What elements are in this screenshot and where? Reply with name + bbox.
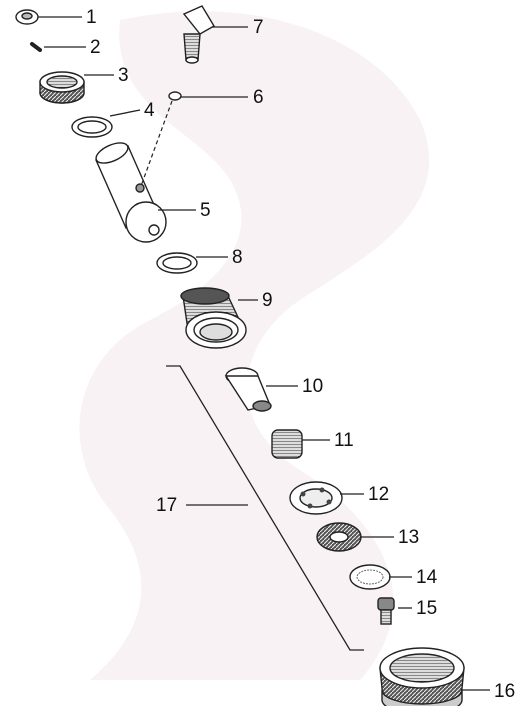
callout-12: 12 xyxy=(368,484,389,505)
part-14-disc xyxy=(349,564,391,590)
callout-leaders xyxy=(38,16,490,691)
callout-15: 15 xyxy=(416,598,437,619)
part-15-screw xyxy=(377,597,395,625)
part-1-cap xyxy=(15,9,39,25)
callout-labels: 1 2 3 4 5 6 7 8 9 10 11 12 13 14 15 16 1… xyxy=(86,7,515,702)
callout-7: 7 xyxy=(253,17,264,38)
part-8-o-ring xyxy=(156,252,198,274)
part-11-spring xyxy=(271,429,303,459)
callout-11: 11 xyxy=(334,430,354,451)
part-16-knurled-nut xyxy=(379,647,465,706)
part-13-gear xyxy=(316,522,362,552)
part-12-plate xyxy=(289,481,343,515)
part-3-knurled-ring xyxy=(39,71,85,104)
callout-17: 17 xyxy=(156,495,177,516)
part-2-pin xyxy=(30,42,42,52)
callout-4: 4 xyxy=(144,100,155,121)
part-4-o-ring xyxy=(71,116,113,138)
callout-10: 10 xyxy=(302,376,323,397)
assembly-guide-line xyxy=(140,100,173,187)
callout-13: 13 xyxy=(398,527,419,548)
callout-3: 3 xyxy=(118,65,129,86)
background-watermark xyxy=(79,11,430,680)
callout-5: 5 xyxy=(200,200,211,221)
callout-8: 8 xyxy=(232,247,243,268)
callout-2: 2 xyxy=(90,37,101,58)
part-7-nozzle xyxy=(182,5,215,64)
part-5-ball-body xyxy=(95,142,167,243)
part-9-adapter xyxy=(180,287,247,349)
part-6-clip xyxy=(168,91,182,101)
assembly-17-bracket xyxy=(166,365,364,651)
callout-1: 1 xyxy=(86,7,97,28)
callout-16: 16 xyxy=(494,681,515,702)
callout-9: 9 xyxy=(262,290,273,311)
part-10-plunger xyxy=(224,367,272,412)
callout-6: 6 xyxy=(253,87,264,108)
callout-14: 14 xyxy=(416,567,438,588)
